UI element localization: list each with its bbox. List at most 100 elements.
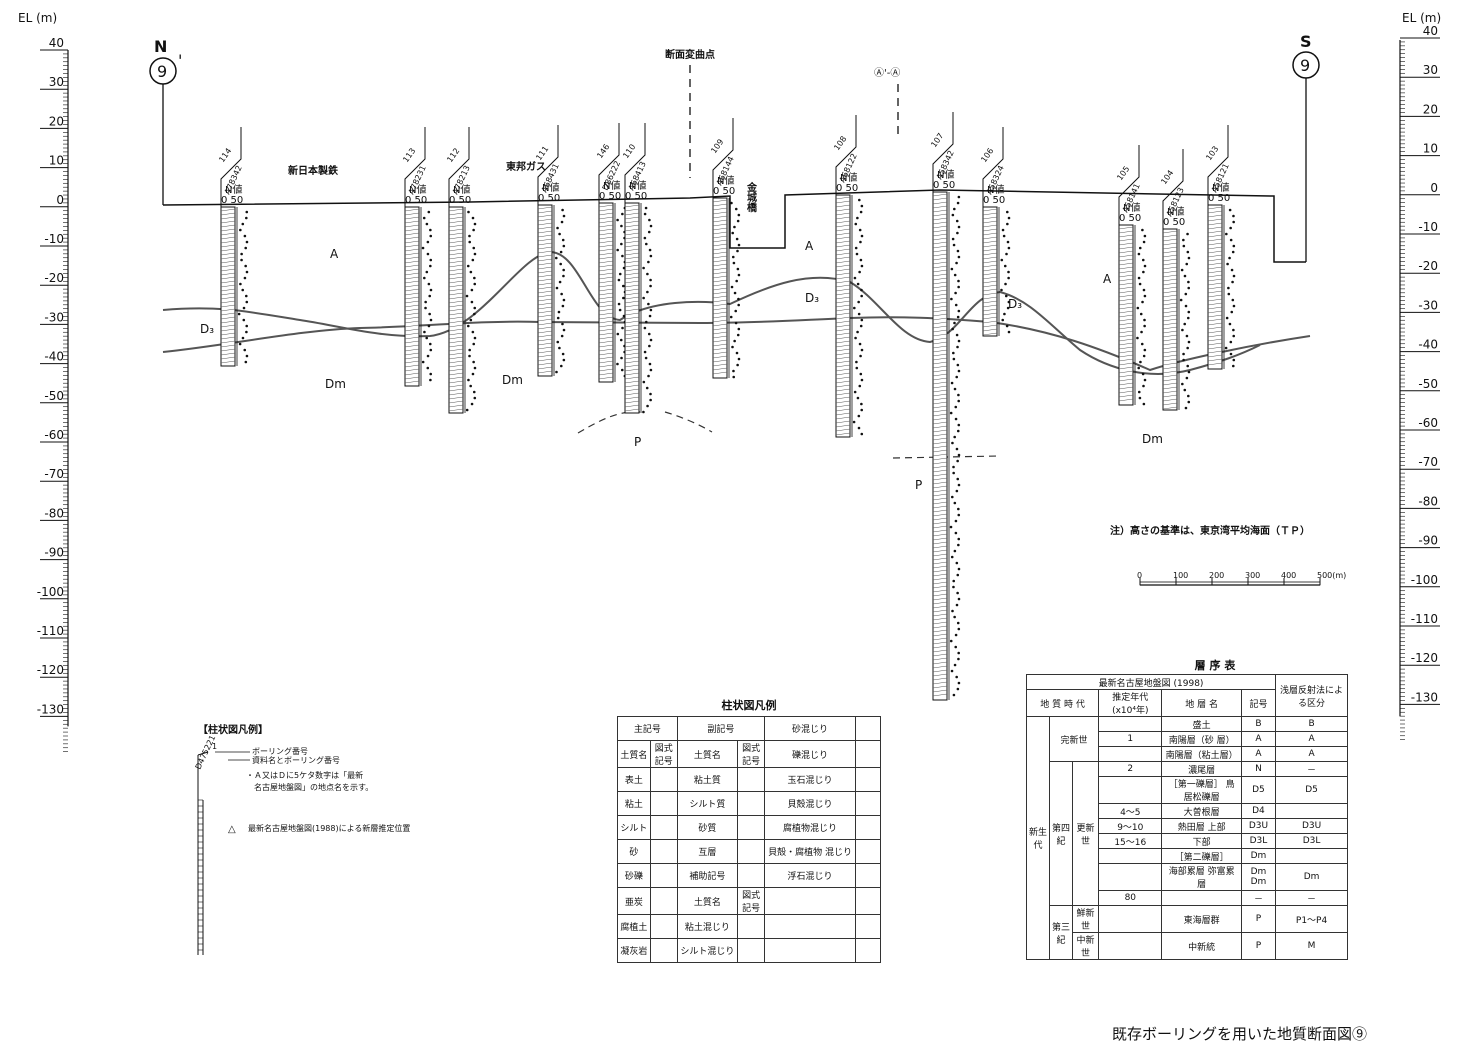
right-tick-label: -30 — [1418, 298, 1438, 312]
symbol-legend-cell: 表土 — [617, 767, 651, 792]
n-value-scale: 0 50 — [625, 191, 647, 202]
n-value-scale: 0 50 — [1163, 217, 1185, 228]
symbol-legend-cell: 亜炭 — [617, 887, 651, 915]
symbol-legend-cell: 腐植土 — [617, 914, 651, 939]
a-d3-boundary — [162, 250, 1261, 375]
symbol-legend-cell: 凝灰岩 — [617, 938, 651, 963]
strat-sym: Dm — [1240, 848, 1277, 864]
left-tick-label: -10 — [44, 232, 64, 246]
triangle-note: 最新名古屋地盤図(1988)による新層推定位置 — [248, 823, 410, 833]
borehole-number: 108 — [832, 134, 848, 152]
column-legend-boring-no: ボーリング番号 — [252, 746, 308, 756]
symbol-legend-pattern — [855, 791, 881, 816]
strat-age — [1098, 746, 1163, 762]
strat-name: ［第二礫層］ — [1161, 848, 1242, 864]
n-value-scale: 0 50 — [221, 195, 243, 206]
scale-tick-label: 400 — [1281, 571, 1296, 580]
strat-row: 80－－ — [1027, 890, 1348, 906]
right-tick-label: -50 — [1418, 377, 1438, 391]
strat-name: 東海層群 — [1161, 905, 1242, 933]
right-tick-label: -70 — [1418, 455, 1438, 469]
symbol-legend-row: 土質名図式記号土質名図式記号礫混じり — [617, 740, 881, 768]
right-tick-label: -10 — [1418, 220, 1438, 234]
symbol-legend-row: 亜炭土質名図式記号 — [617, 887, 881, 915]
right-axis-ticks: 403020100-10-20-30-40-50-60-70-80-90-100… — [1399, 24, 1440, 740]
symbol-legend-row: 凝灰岩シルト混じり — [617, 938, 881, 963]
strat-age: 15〜16 — [1098, 833, 1163, 849]
symbol-legend-cell — [737, 863, 766, 888]
n-value-label: N値 — [409, 183, 426, 196]
borehole-number: 109 — [709, 137, 725, 155]
layer-a-label-1: A — [330, 247, 339, 261]
scale-tick-label: 200 — [1209, 571, 1224, 580]
strat-sym: D3L — [1240, 833, 1277, 849]
symbol-legend-cell — [737, 914, 766, 939]
triangle-symbol: △ — [228, 824, 236, 835]
place-label-toho-gas: 東邦ガス — [506, 160, 546, 173]
strat-sym: D5 — [1240, 776, 1277, 804]
borehole-number: 113 — [401, 146, 417, 164]
n-value-scale: 0 50 — [933, 180, 955, 191]
column-legend-sample-no: 1 — [212, 742, 217, 751]
n-value-scale: 0 50 — [599, 191, 621, 202]
strat-sym: A — [1240, 746, 1277, 762]
column-legend-drawing — [197, 751, 209, 955]
right-tick-label: -60 — [1418, 416, 1438, 430]
symbol-legend-cell: 土質名 — [676, 740, 739, 768]
n-value-label: N値 — [1167, 205, 1184, 218]
left-tick-label: -50 — [44, 389, 64, 403]
left-tick-label: -90 — [44, 546, 64, 560]
strat-seismic: D3U — [1275, 818, 1348, 834]
strat-seismic: P1〜P4 — [1275, 905, 1348, 933]
symbol-legend-pattern — [855, 740, 881, 768]
n-value-scale: 0 50 — [836, 183, 858, 194]
layer-a-label-3: A — [1103, 272, 1112, 286]
symbol-legend-cell: 砂質 — [676, 815, 739, 840]
layer-dm-label-2: Dm — [502, 373, 523, 387]
symbol-legend-cell: 図式記号 — [737, 887, 766, 915]
strat-col-seismic: 浅層反射法による区分 — [1275, 674, 1348, 717]
symbol-legend-cell — [649, 815, 678, 840]
layer-d3-label-1: D₃ — [200, 322, 214, 336]
strat-seismic: － — [1275, 890, 1348, 906]
bend-label: 断面変曲点 — [665, 48, 715, 61]
symbol-legend-cell — [764, 938, 856, 963]
strat-name: 南陽層（砂 層） — [1161, 731, 1242, 747]
strat-sym: D3U — [1240, 818, 1277, 834]
strat-col-age: 推定年代 (x10⁴年) — [1098, 689, 1163, 717]
n-value-label: N値 — [1212, 181, 1229, 194]
right-tick-label: 20 — [1423, 102, 1438, 116]
borehole-number: 110 — [621, 142, 637, 160]
strat-era-tertiary: 第三紀 — [1049, 905, 1073, 960]
right-tick-label: -80 — [1418, 494, 1438, 508]
right-tick-label: -120 — [1411, 651, 1438, 665]
strat-miocene: 中新世 — [1071, 932, 1100, 960]
n-value-scale: 0 50 — [713, 186, 735, 197]
symbol-legend-cell — [649, 887, 678, 915]
symbol-legend-cell — [649, 839, 678, 864]
left-tick-label: 40 — [49, 36, 64, 50]
strat-era-quaternary: 第四紀 — [1049, 761, 1073, 906]
borehole-number: 107 — [929, 131, 945, 149]
strat-seismic: M — [1275, 932, 1348, 960]
n-value-scale: 0 50 — [1119, 213, 1141, 224]
strat-name: 南陽層（粘土層） — [1161, 746, 1242, 762]
strat-col-name: 地 層 名 — [1161, 689, 1242, 717]
north-prime: ' — [178, 51, 182, 70]
scale-tick-label: 0 — [1137, 571, 1142, 580]
left-tick-label: -60 — [44, 428, 64, 442]
left-tick-label: -120 — [37, 663, 64, 677]
symbol-legend-cell — [737, 938, 766, 963]
right-axis-label: EL (m) — [1402, 11, 1441, 25]
